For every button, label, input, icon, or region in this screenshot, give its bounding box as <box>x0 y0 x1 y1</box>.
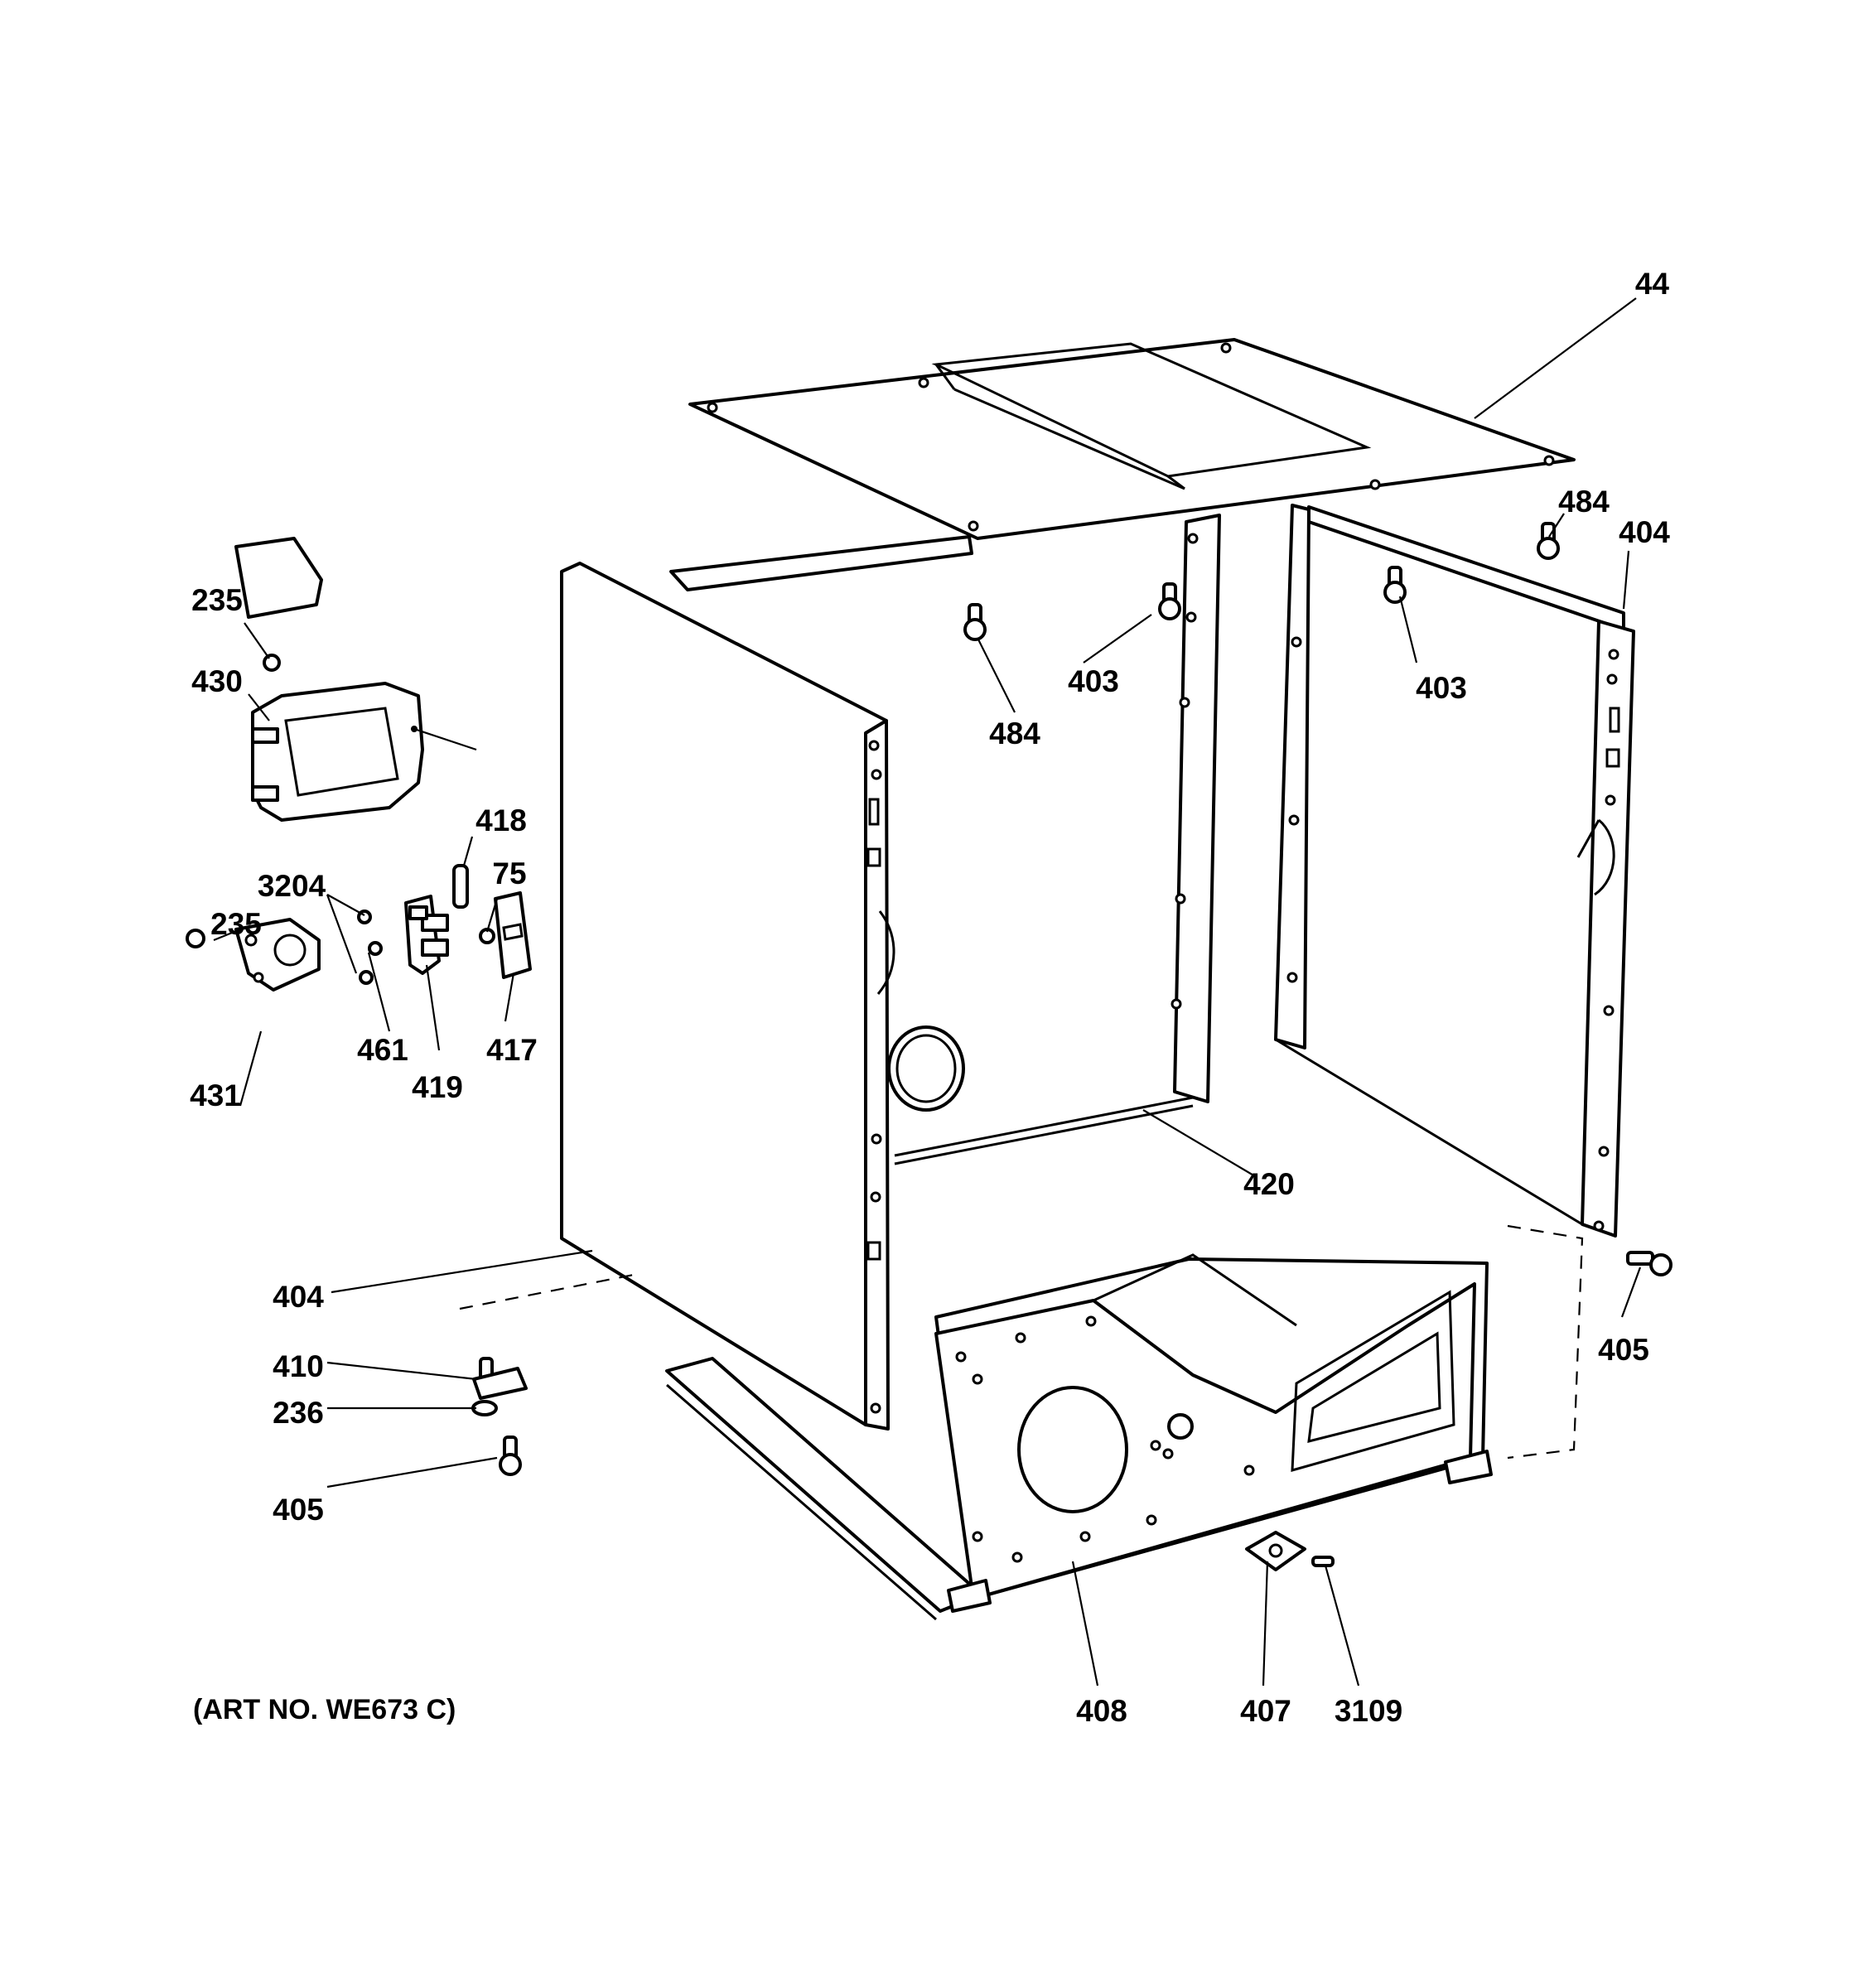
door-opening-bracket <box>251 682 424 822</box>
callout-484-top: 484 <box>1558 485 1610 519</box>
callout-417: 417 <box>486 1033 538 1067</box>
left-side-panel <box>560 562 895 1431</box>
callout-484-mid: 484 <box>989 717 1040 750</box>
callout-410: 410 <box>273 1349 324 1383</box>
callout-3204: 3204 <box>258 869 326 903</box>
callout-235-top: 235 <box>191 583 243 617</box>
art-number: (ART NO. WE673 C) <box>193 1694 456 1725</box>
callout-235-mid: 235 <box>210 907 262 941</box>
callout-407: 407 <box>1240 1694 1291 1728</box>
callout-418: 418 <box>475 803 527 837</box>
callout-labels: 44 484 404 403 403 484 235 430 418 75 32… <box>190 267 1670 1728</box>
callout-408: 408 <box>1076 1694 1127 1728</box>
leader-lines <box>213 297 1642 1686</box>
right-side-panel <box>1274 504 1635 1238</box>
callout-420: 420 <box>1243 1167 1295 1201</box>
callout-75: 75 <box>492 856 526 890</box>
assembly-lines <box>459 1224 1584 1460</box>
top-panel <box>688 338 1576 540</box>
rear-panel <box>669 514 1221 1165</box>
callout-3109: 3109 <box>1335 1694 1402 1728</box>
switch-cover-417 <box>494 891 532 979</box>
callout-236: 236 <box>273 1396 324 1430</box>
callout-405-right: 405 <box>1598 1333 1649 1367</box>
callout-419: 419 <box>412 1070 463 1104</box>
callout-404-right: 404 <box>1619 515 1670 549</box>
callout-431: 431 <box>190 1078 241 1112</box>
callout-403-mid: 403 <box>1068 664 1119 698</box>
callout-44: 44 <box>1635 267 1670 301</box>
small-screws <box>186 522 1673 1571</box>
callout-461: 461 <box>357 1033 408 1067</box>
callout-430: 430 <box>191 664 243 698</box>
switch-bracket-431 <box>234 537 323 992</box>
callout-405-left: 405 <box>273 1493 324 1527</box>
callout-404-left: 404 <box>273 1280 324 1314</box>
callout-403-right: 403 <box>1416 671 1467 705</box>
door-switch-419 <box>404 895 449 975</box>
base-frame <box>665 1253 1493 1621</box>
